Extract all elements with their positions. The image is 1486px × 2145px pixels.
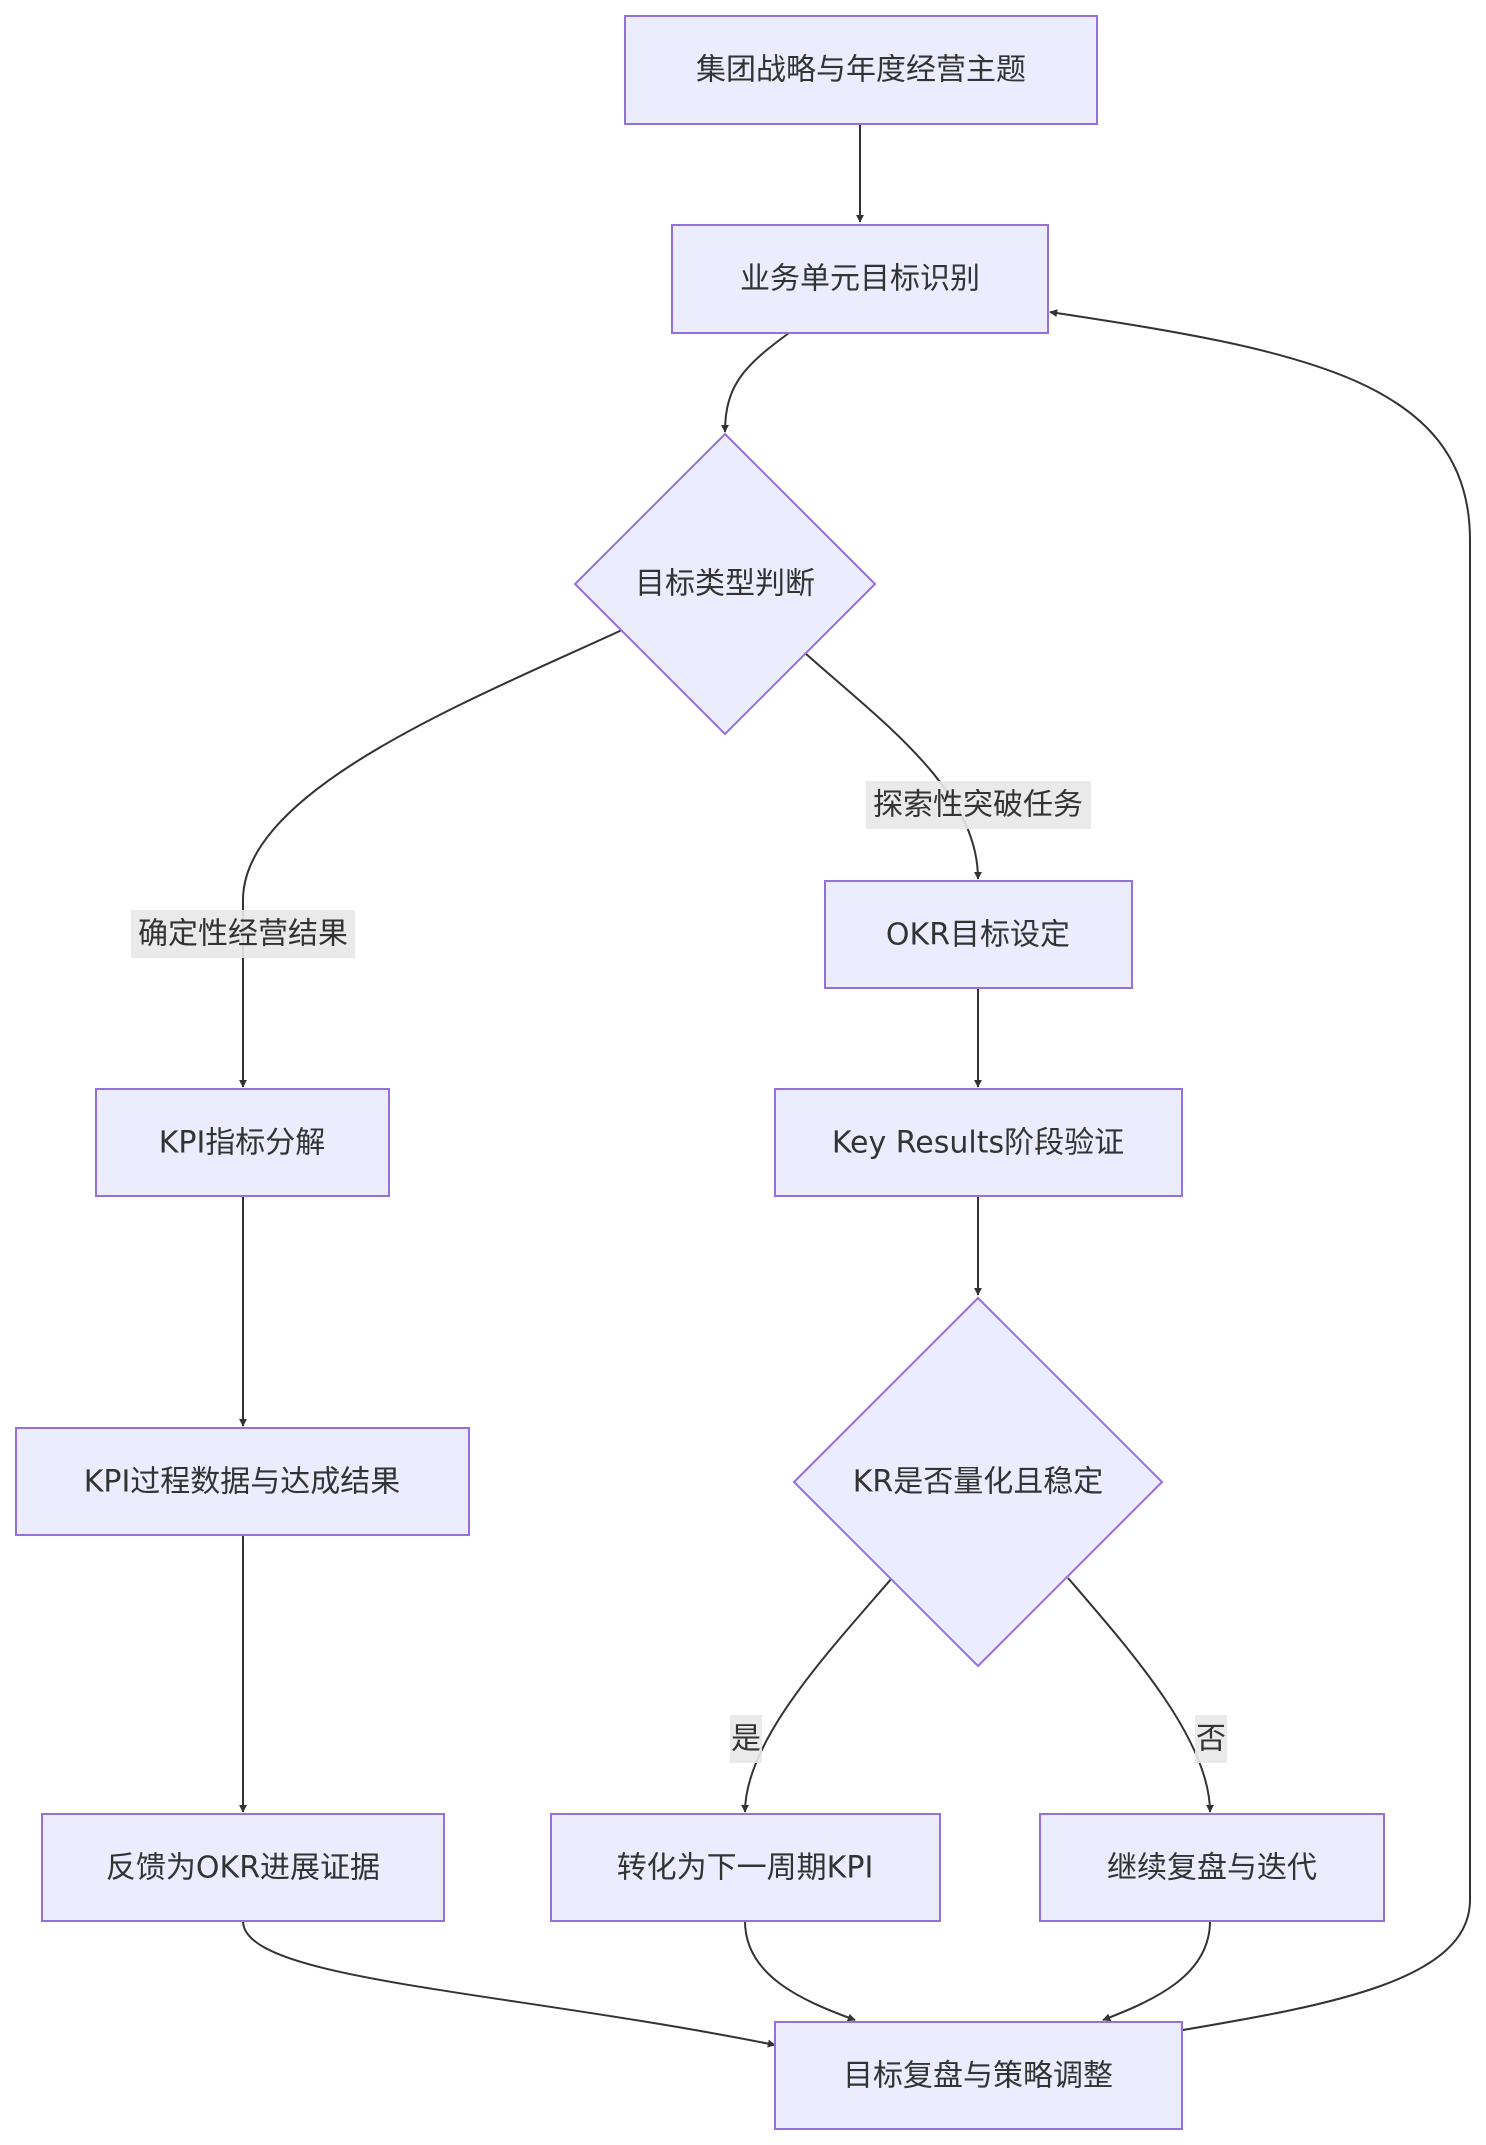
edge-label-no: 否 [1195,1715,1227,1763]
edge-label-deterministic: 确定性经营结果 [131,910,355,958]
edge-review-to-bu-goal [1049,309,1471,2031]
node-feedback-okr: 反馈为OKR进展证据 [41,1813,445,1922]
node-kpi-breakdown-label: KPI指标分解 [159,1126,326,1161]
edge-goal-type-to-okr-setting [804,652,982,880]
node-kpi-data: KPI过程数据与达成结果 [15,1427,470,1536]
node-continue-iterate: 继续复盘与迭代 [1039,1813,1385,1922]
node-kr-validation: Key Results阶段验证 [774,1088,1183,1197]
edge-feedback-to-review [242,1920,776,2048]
node-goal-type-label: 目标类型判断 [635,567,815,602]
edge-label-exploratory: 探索性突破任务 [866,781,1091,829]
edge-goal-type-to-kpi-breakdown [239,629,623,1088]
node-okr-setting: OKR目标设定 [824,880,1133,989]
node-goal-type: 目标类型判断 [573,432,877,736]
node-to-kpi: 转化为下一周期KPI [550,1813,941,1922]
edge-continue-to-review [1102,1920,1211,2022]
node-kpi-breakdown: KPI指标分解 [95,1088,390,1197]
node-feedback-okr-label: 反馈为OKR进展证据 [106,1851,380,1886]
node-kr-validation-label: Key Results阶段验证 [832,1126,1124,1161]
nodes: 集团战略与年度经营主题 业务单元目标识别 目标类型判断 OKR目标设定 KPI指… [15,15,1385,2130]
node-group-strategy: 集团战略与年度经营主题 [624,15,1098,125]
edge-kr-decision-no [1067,1577,1214,1813]
edge-kr-decision-yes [741,1577,893,1813]
edge-label-no-text: 否 [1196,1722,1226,1757]
node-okr-setting-label: OKR目标设定 [886,918,1070,953]
node-group-strategy-label: 集团战略与年度经营主题 [696,53,1026,88]
node-kr-decision: KR是否量化且稳定 [792,1296,1164,1668]
node-kpi-data-label: KPI过程数据与达成结果 [84,1465,401,1500]
node-continue-iterate-label: 继续复盘与迭代 [1107,1851,1317,1886]
node-kr-decision-label: KR是否量化且稳定 [853,1465,1104,1500]
node-bu-goal-label: 业务单元目标识别 [740,262,980,297]
edges [239,124,1471,2048]
edge-bu-goal-to-goal-type [721,332,790,433]
edge-label-deterministic-text: 确定性经营结果 [138,917,348,952]
edge-labels: 探索性突破任务 确定性经营结果 是 否 [131,781,1227,1763]
node-review: 目标复盘与策略调整 [774,2021,1183,2130]
edge-to-kpi-to-review [744,1920,856,2022]
edge-label-exploratory-text: 探索性突破任务 [873,788,1083,823]
edge-label-yes-text: 是 [731,1722,761,1757]
node-review-label: 目标复盘与策略调整 [843,2059,1113,2094]
edge-label-yes: 是 [730,1715,762,1763]
node-bu-goal: 业务单元目标识别 [671,224,1049,334]
node-to-kpi-label: 转化为下一周期KPI [617,1851,874,1886]
